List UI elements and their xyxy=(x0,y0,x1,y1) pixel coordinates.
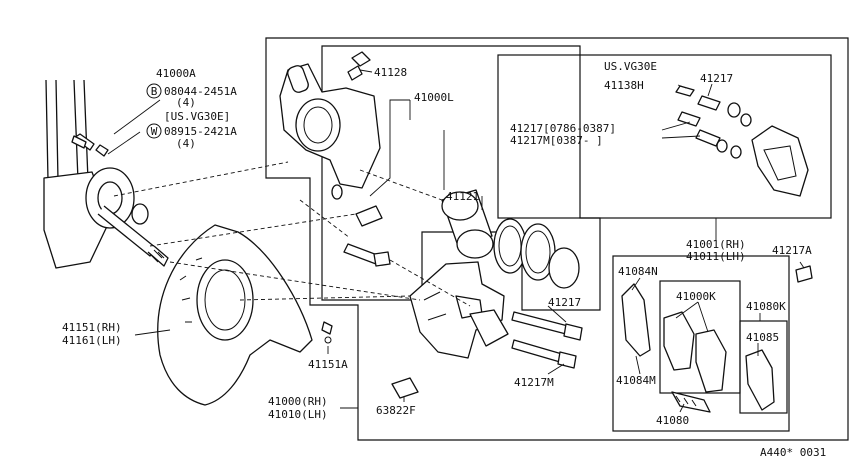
caliper-bracket xyxy=(279,51,381,200)
projection-lines xyxy=(113,161,471,307)
label-41138H: 41138H xyxy=(604,79,644,92)
label-41011-lh: 41011(LH) xyxy=(686,250,746,263)
label-41151-rh: 41151(RH) xyxy=(62,321,122,334)
marker-w-letter: W xyxy=(151,125,158,138)
piston-and-seals xyxy=(441,189,580,289)
label-41217-range1: 41217[0786-0387] xyxy=(510,122,616,135)
diagram-reference-code: A440* 0031 xyxy=(760,446,826,459)
label-41151A: 41151A xyxy=(308,358,348,371)
bolt-marker-b: B xyxy=(146,83,162,99)
label-08044-qty: (4) xyxy=(176,96,196,109)
label-41217M-range2: 41217M[0387- ] xyxy=(510,134,603,147)
main-caliper xyxy=(409,261,509,359)
label-41000-rh: 41000(RH) xyxy=(268,395,328,408)
marker-b-letter: B xyxy=(151,85,158,98)
label-08915-qty: (4) xyxy=(176,137,196,150)
pad-kit-frame xyxy=(612,255,790,432)
vg30e-parts xyxy=(675,85,809,197)
part-labels: 41000A 08044-2451A (4) [US.VG30E] 08915-… xyxy=(62,60,826,459)
label-41080K: 41080K xyxy=(746,300,786,313)
strut-knuckle xyxy=(43,79,169,269)
label-41000A: 41000A xyxy=(156,67,196,80)
washer-marker-w: W xyxy=(146,123,162,139)
shim-frame xyxy=(739,320,788,414)
label-41217-top: 41217 xyxy=(700,72,733,85)
label-us-vg30e-left: [US.VG30E] xyxy=(164,110,230,123)
bolts xyxy=(71,135,333,344)
label-41217A: 41217A xyxy=(772,244,812,257)
label-41217M-mid: 41217M xyxy=(514,376,554,389)
label-41000K: 41000K xyxy=(676,290,716,303)
label-41084M: 41084M xyxy=(616,374,656,387)
label-41001-rh: 41001(RH) xyxy=(686,238,746,251)
label-08915: 08915-2421A xyxy=(164,125,237,138)
dust-shield xyxy=(157,224,313,406)
label-41128: 41128 xyxy=(374,66,407,79)
brake-pads xyxy=(391,265,813,413)
label-63822F: 63822F xyxy=(376,404,416,417)
us-vg30e-frame xyxy=(497,54,832,219)
label-41161-lh: 41161(LH) xyxy=(62,334,122,347)
caliper-subassembly-frame xyxy=(321,45,601,311)
label-41121: 41121 xyxy=(446,190,479,203)
label-us-vg30e-box: US.VG30E xyxy=(604,60,657,73)
guide-pins xyxy=(511,311,583,369)
slide-pins xyxy=(343,205,391,267)
leader-lines xyxy=(107,69,805,413)
label-41000L: 41000L xyxy=(414,91,454,104)
label-08044: 08044-2451A xyxy=(164,85,237,98)
outer-assembly-frame xyxy=(265,37,849,441)
label-41084N: 41084N xyxy=(618,265,658,278)
label-41080: 41080 xyxy=(656,414,689,427)
label-41010-lh: 41010(LH) xyxy=(268,408,328,421)
label-41217-mid: 41217 xyxy=(548,296,581,309)
label-41085: 41085 xyxy=(746,331,779,344)
